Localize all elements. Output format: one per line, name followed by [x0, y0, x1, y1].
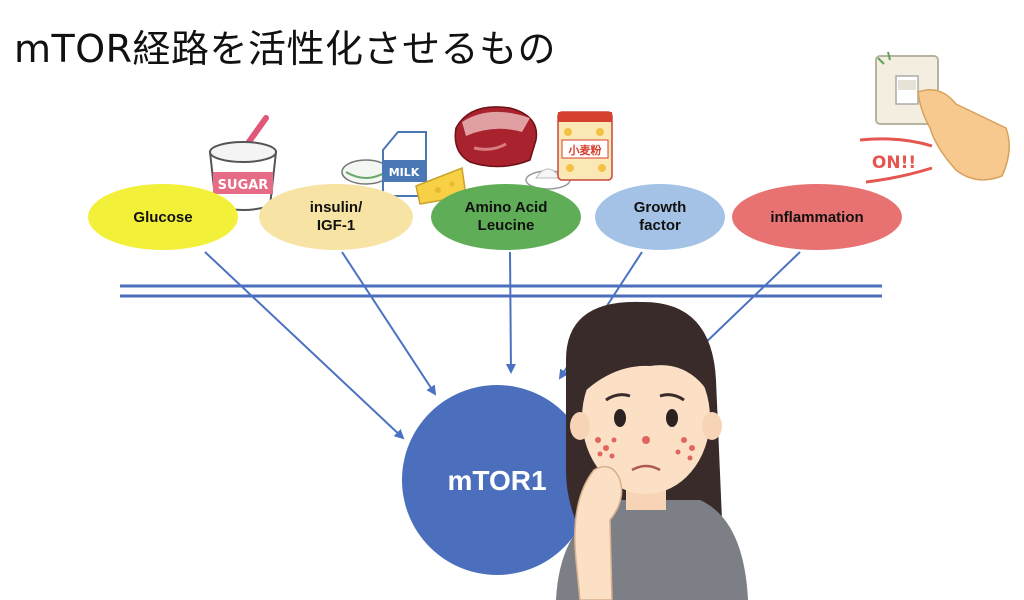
mtor1-label: mTOR1: [447, 465, 546, 496]
switch-illustration: ON!!: [859, 51, 1010, 184]
node-insulin-line-1: insulin/: [310, 199, 363, 216]
node-inflammation: inflammation: [732, 184, 902, 250]
dairy-illustration: MILK: [341, 131, 467, 205]
arrow-inflammation: [698, 251, 801, 350]
node-growth-line-1: Growth: [634, 199, 687, 216]
sugar-label: SUGAR: [218, 178, 269, 193]
node-insulin-line-2: IGF-1: [317, 217, 355, 234]
flour-label: 小麦粉: [568, 143, 602, 157]
meat-illustration: [454, 106, 538, 168]
arrow-amino: [505, 251, 516, 374]
node-amino-line-2: Leucine: [478, 217, 535, 234]
page-title: mTOR経路を活性化させるもの: [14, 27, 557, 71]
cell-membrane: [120, 284, 882, 298]
node-inflammation-line-1: inflammation: [770, 209, 863, 226]
node-glucose-line-1: Glucose: [133, 209, 192, 226]
switch-on-label: ON!!: [872, 153, 916, 173]
node-amino-line-1: Amino Acid: [465, 199, 548, 216]
milk-label: MILK: [389, 166, 420, 179]
sugar-cup-illustration: SUGAR: [208, 115, 278, 211]
worried-woman-illustration: [556, 301, 748, 600]
node-insulin: insulin/IGF-1: [259, 184, 413, 250]
svg-text:Glucose: Glucose: [133, 209, 192, 226]
flour-bag-illustration: 小麦粉: [525, 111, 613, 190]
node-growth-line-2: factor: [639, 217, 681, 234]
arrow-glucose: [204, 251, 405, 440]
mtor1-hub: [402, 385, 592, 575]
svg-text:insulin/IGF-1: insulin/IGF-1: [310, 199, 363, 234]
arrow-insulin: [341, 251, 437, 396]
svg-text:inflammation: inflammation: [770, 209, 863, 226]
node-glucose: Glucose: [88, 184, 238, 250]
